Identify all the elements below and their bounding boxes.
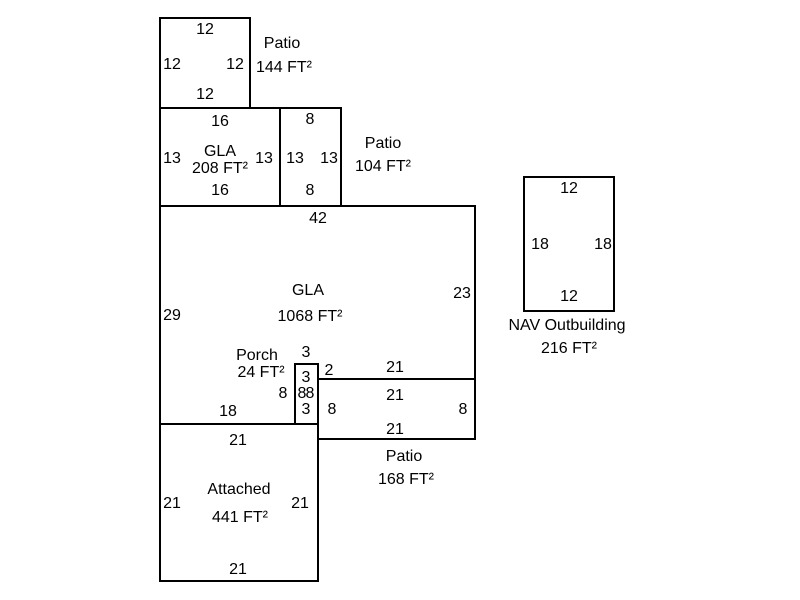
gla-main-name: GLA	[292, 282, 324, 299]
gla-small-dim-left: 13	[163, 150, 181, 167]
porch-area: 24 FT²	[237, 364, 285, 381]
gla-main-dim-right: 23	[453, 285, 471, 302]
patio-mid-dim-bottom: 8	[306, 182, 315, 199]
gla-main-area: 1068 FT²	[278, 308, 344, 325]
attached-dim-bottom: 21	[229, 561, 247, 578]
porch-dim-inner-left: 8	[298, 385, 307, 402]
patio-top-dim-top: 12	[196, 21, 214, 38]
attached-outline	[159, 423, 319, 582]
patio-top-name: Patio	[264, 35, 301, 52]
patio-top-dim-left: 12	[163, 56, 181, 73]
porch-dim-right: 8	[306, 385, 315, 402]
gla-small-name: GLA	[204, 143, 236, 160]
outbuilding-dim-bottom: 12	[560, 288, 578, 305]
outbuilding-dim-top: 12	[560, 180, 578, 197]
gla-main-dim-step-side: 2	[325, 362, 334, 379]
patio-top-dim-bottom: 12	[196, 86, 214, 103]
gla-small-dim-bottom: 16	[211, 182, 229, 199]
outbuilding-dim-left: 18	[531, 236, 549, 253]
porch-dim-top: 3	[302, 344, 311, 361]
gla-main-dim-top: 42	[309, 210, 327, 227]
patio-low-dim-bottom: 21	[386, 421, 404, 438]
porch-dim-left: 8	[279, 385, 288, 402]
gla-small-dim-right: 13	[255, 150, 273, 167]
patio-mid-area: 104 FT²	[355, 158, 412, 175]
patio-low-dim-left: 8	[328, 401, 337, 418]
gla-main-dim-left: 29	[163, 307, 181, 324]
attached-name: Attached	[207, 481, 270, 498]
patio-mid-name: Patio	[365, 135, 402, 152]
attached-dim-left: 21	[163, 495, 181, 512]
attached-dim-right: 21	[291, 495, 309, 512]
gla-main-dim-bottom: 18	[219, 403, 237, 420]
attached-area: 441 FT²	[212, 509, 269, 526]
patio-mid-dim-top: 8	[306, 111, 315, 128]
patio-low-outline	[317, 378, 476, 440]
patio-low-dim-right: 8	[459, 401, 468, 418]
patio-low-name: Patio	[386, 448, 423, 465]
patio-mid-dim-left: 13	[286, 150, 304, 167]
patio-low-area: 168 FT²	[378, 471, 435, 488]
gla-small-area: 208 FT²	[192, 160, 249, 177]
patio-top-dim-right: 12	[226, 56, 244, 73]
porch-dim-inner-top: 3	[302, 369, 311, 386]
gla-small-dim-top: 16	[211, 113, 229, 130]
patio-top-area: 144 FT²	[256, 59, 313, 76]
porch-name: Porch	[236, 347, 278, 364]
gla-main-dim-step-top: 21	[386, 359, 404, 376]
patio-mid-dim-right: 13	[320, 150, 338, 167]
patio-low-dim-top: 21	[386, 387, 404, 404]
porch-dim-bottom: 3	[302, 401, 311, 418]
outbuilding-dim-right: 18	[594, 236, 612, 253]
outbuilding-outline	[523, 176, 615, 312]
outbuilding-name: NAV Outbuilding	[508, 317, 625, 334]
outbuilding-area: 216 FT²	[541, 340, 598, 357]
attached-dim-top: 21	[229, 432, 247, 449]
